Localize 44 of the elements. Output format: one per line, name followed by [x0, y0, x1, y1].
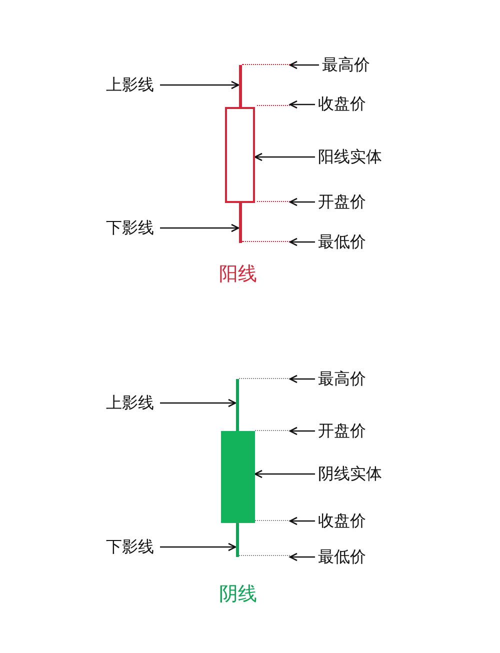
arrow [289, 374, 315, 384]
price-label: 最低价 [318, 546, 366, 568]
price-label: 最高价 [322, 54, 370, 76]
wick-line [236, 523, 238, 557]
dotted-line [238, 555, 290, 557]
candle-body [225, 107, 255, 203]
dotted-line [257, 105, 290, 107]
price-label: 阴线实体 [318, 463, 382, 485]
candle-caption: 阴线 [219, 582, 257, 606]
dotted-line [257, 201, 290, 203]
candle-body [221, 431, 255, 523]
arrow [289, 60, 319, 70]
dotted-line [242, 64, 290, 66]
arrow [289, 198, 315, 206]
price-label: 开盘价 [318, 420, 366, 442]
price-label: 开盘价 [318, 191, 366, 213]
dotted-line [238, 378, 290, 380]
dotted-line [255, 430, 290, 432]
shadow-label: 下影线 [106, 217, 154, 239]
shadow-label: 上影线 [106, 74, 154, 96]
wick-line [238, 203, 242, 243]
price-label: 收盘价 [318, 510, 366, 532]
candle-caption: 阳线 [219, 262, 257, 286]
arrow [160, 80, 240, 90]
price-label: 最高价 [318, 368, 366, 390]
arrow [254, 152, 315, 162]
arrow [254, 470, 315, 478]
price-label: 最低价 [318, 231, 366, 253]
arrow [160, 224, 240, 232]
dotted-line [242, 241, 290, 243]
arrow [289, 516, 315, 526]
shadow-label: 下影线 [106, 536, 154, 558]
wick-line [236, 379, 238, 431]
arrow [289, 100, 315, 109]
arrow [289, 552, 315, 562]
price-label: 阳线实体 [318, 146, 382, 168]
price-label: 收盘价 [318, 93, 366, 115]
shadow-label: 上影线 [106, 392, 154, 414]
arrow [289, 426, 315, 436]
arrow [160, 542, 236, 552]
dotted-line [255, 520, 290, 522]
arrow [160, 398, 236, 408]
arrow [289, 238, 315, 246]
wick-line [238, 65, 242, 107]
